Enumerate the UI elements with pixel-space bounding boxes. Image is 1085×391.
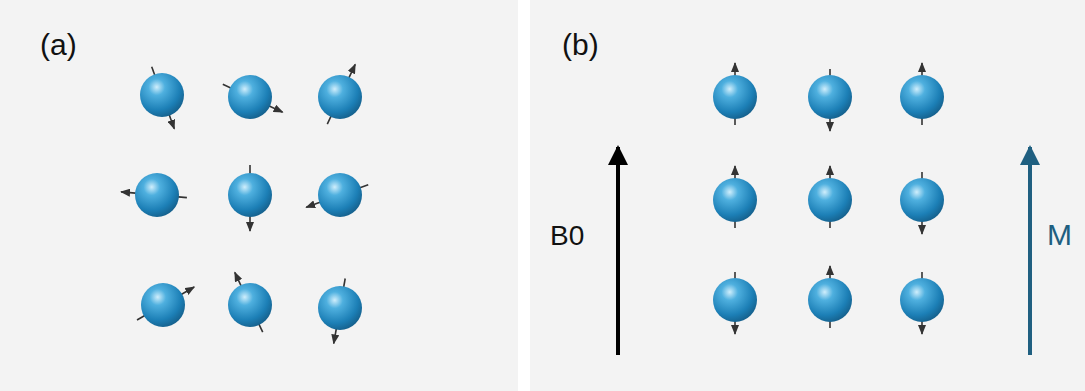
panel-background [530, 0, 1085, 391]
panel-label: (a) [40, 30, 77, 60]
magnetization-arrow [1028, 147, 1032, 355]
field-label: B0 [550, 222, 584, 250]
panel-label: (b) [562, 30, 599, 60]
spin-arrows [121, 63, 922, 344]
field-arrow [616, 147, 620, 355]
panel-background [0, 0, 518, 391]
spin-spheres [135, 73, 944, 330]
magnetization-label: M [1047, 220, 1072, 250]
